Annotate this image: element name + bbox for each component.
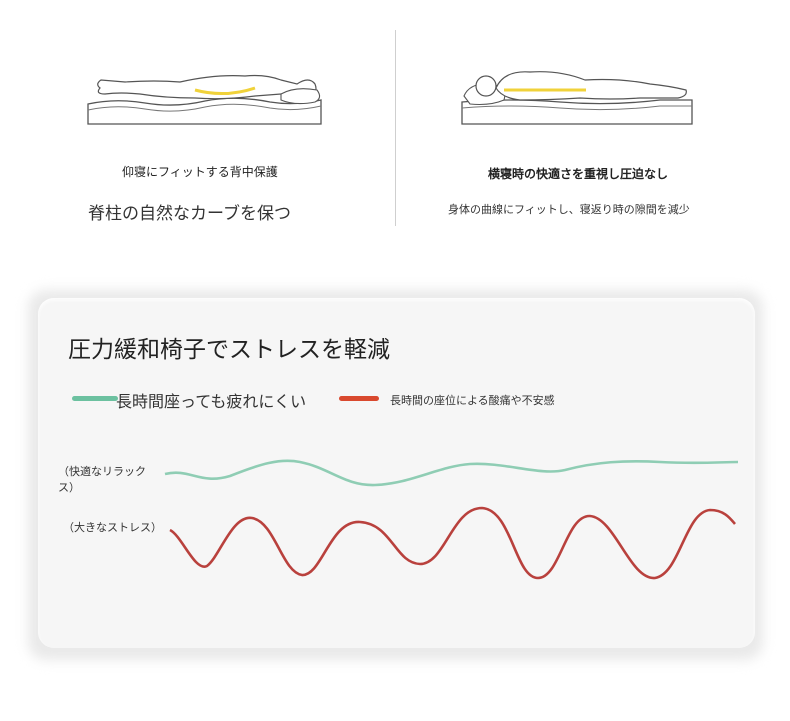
section-divider <box>395 30 396 226</box>
right-caption-bold: 横寝時の快適さを重視し圧迫なし <box>488 167 669 181</box>
left-caption-small: 仰寝にフィットする背中保護 <box>122 165 278 179</box>
comfort-wave <box>164 459 739 487</box>
legend-label-stress: 長時間の座位による酸痛や不安感 <box>390 394 555 407</box>
row-label-stress: （大きなストレス） <box>63 521 162 534</box>
row-label-comfort: （快適なリラックス） <box>58 465 146 494</box>
card-title: 圧力緩和椅子でストレスを軽減 <box>68 337 390 363</box>
right-caption-sub: 身体の曲線にフィットし、寝返り時の隙間を減少 <box>448 203 690 216</box>
legend-line-stress <box>339 396 379 401</box>
person-side-icon <box>461 71 693 125</box>
top-section: 仰寝にフィットする背中保護 脊柱の自然なカーブを保つ 横寝時の快適さを重視し圧迫… <box>0 0 790 270</box>
left-caption-large: 脊柱の自然なカーブを保つ <box>88 204 291 224</box>
legend-line-comfort <box>72 396 118 401</box>
legend-label-comfort: 長時間座っても疲れにくい <box>116 392 307 411</box>
stress-card <box>38 298 755 648</box>
stress-wave <box>169 506 736 580</box>
person-supine-icon <box>87 74 322 125</box>
